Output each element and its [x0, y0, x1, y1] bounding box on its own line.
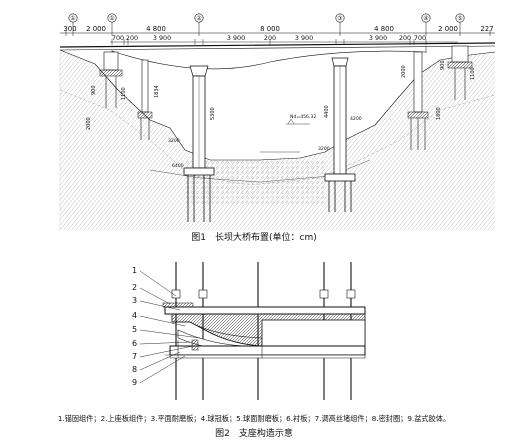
top-dimensions: 300 2 000 4 800 8 000 4 800 2 000 227 — [63, 25, 493, 33]
water-level: Nd=456.32 — [260, 114, 316, 153]
height-adjust-plug — [191, 339, 199, 351]
dim-label: 2 000 — [438, 25, 458, 33]
pile-label: 4200 — [350, 116, 362, 122]
pier-height-label: 4400 — [324, 105, 330, 118]
axis-label: ③ — [337, 15, 342, 22]
part-number: 6 — [132, 339, 137, 348]
bridge-elevation: ① ① ② ③ ④ ⑤ 300 2 000 4 800 — [59, 13, 496, 243]
dim-label: 200 — [399, 34, 411, 42]
axis-label: ④ — [423, 15, 428, 22]
dim-label: 700 — [112, 34, 124, 42]
dim-label: 227 — [480, 25, 493, 33]
bridge-deck — [59, 42, 496, 70]
pier-2: 5300 3200 6400 — [168, 65, 216, 222]
pier-3: 4400 4200 3200 — [318, 57, 362, 212]
pier-height-label: 5300 — [210, 107, 216, 120]
leader-lines — [139, 270, 201, 384]
dim-label: 8 000 — [260, 25, 280, 33]
side-block — [261, 319, 366, 347]
pile-label: 6400 — [172, 163, 184, 169]
pier-height-label: 2000 — [86, 117, 92, 130]
axis-label: ① — [109, 15, 114, 22]
bearing-section: 1 2 3 4 5 6 7 8 9 1.锚固组件；2.上座板组件；3.平面耐磨板… — [58, 262, 450, 439]
figure1-caption: 图1 长坝大桥布置(单位：cm) — [191, 231, 316, 243]
right-abutment: 900 1100 1800 — [436, 45, 476, 120]
figure2-caption: 图2 支座构造示意 — [215, 427, 293, 439]
pier-height-label: 900 — [91, 85, 97, 95]
pile-label: 3200 — [318, 146, 330, 152]
figure2-legend: 1.锚固组件；2.上座板组件；3.平面耐磨板；4.球冠板；5.球面耐磨板；6.衬… — [58, 414, 450, 423]
anchor-block — [162, 302, 194, 308]
pier-height-label: 1100 — [121, 87, 127, 100]
part-labels: 1 2 3 4 5 6 7 8 9 — [132, 266, 137, 387]
part-number: 9 — [132, 378, 137, 387]
dim-label: 2 000 — [86, 25, 106, 33]
axis-label: ② — [196, 15, 202, 22]
part-number: 3 — [132, 296, 137, 305]
dim-label: 3 900 — [369, 34, 387, 42]
axis-markers: ① ① ② ③ ④ ⑤ — [68, 13, 465, 23]
axis-label: ⑤ — [457, 15, 462, 22]
dim-label: 200 — [264, 34, 276, 42]
dim-label: 3 900 — [295, 34, 313, 42]
part-number: 5 — [132, 325, 137, 334]
left-abutment: 900 1100 2000 — [86, 51, 127, 130]
pier-height-label: 2000 — [401, 65, 407, 78]
top-dimension-line — [60, 22, 495, 36]
pier-height-label: 1100 — [470, 67, 476, 80]
terrain — [59, 49, 496, 230]
pier-height-label: 1800 — [436, 107, 442, 120]
pier-height-label: 1834 — [154, 85, 160, 98]
axis-label: ① — [70, 15, 75, 22]
dim-label: 4 800 — [374, 25, 394, 33]
part-number: 2 — [132, 283, 137, 292]
upper-plate — [164, 306, 366, 315]
pile-label: 3200 — [168, 138, 180, 144]
pier-1: 1834 — [137, 59, 160, 140]
dim-label: 300 — [63, 25, 76, 33]
lower-plate — [169, 345, 366, 356]
dim-label: 3 900 — [227, 34, 245, 42]
dim-label: 200 — [126, 34, 138, 42]
dim-label: 700 — [414, 34, 426, 42]
part-number: 7 — [132, 352, 137, 361]
water-level-label: Nd=456.32 — [290, 114, 316, 120]
pier-4: 2000 — [401, 51, 429, 150]
sub-dimensions: 700 200 3 900 3 900 200 3 900 3 900 200 … — [112, 34, 426, 42]
part-number: 4 — [132, 311, 137, 320]
pier-height-label: 900 — [440, 60, 446, 70]
dim-label: 4 800 — [146, 25, 166, 33]
part-number: 1 — [132, 266, 137, 275]
part-number: 8 — [132, 365, 137, 374]
dim-label: 3 900 — [153, 34, 171, 42]
